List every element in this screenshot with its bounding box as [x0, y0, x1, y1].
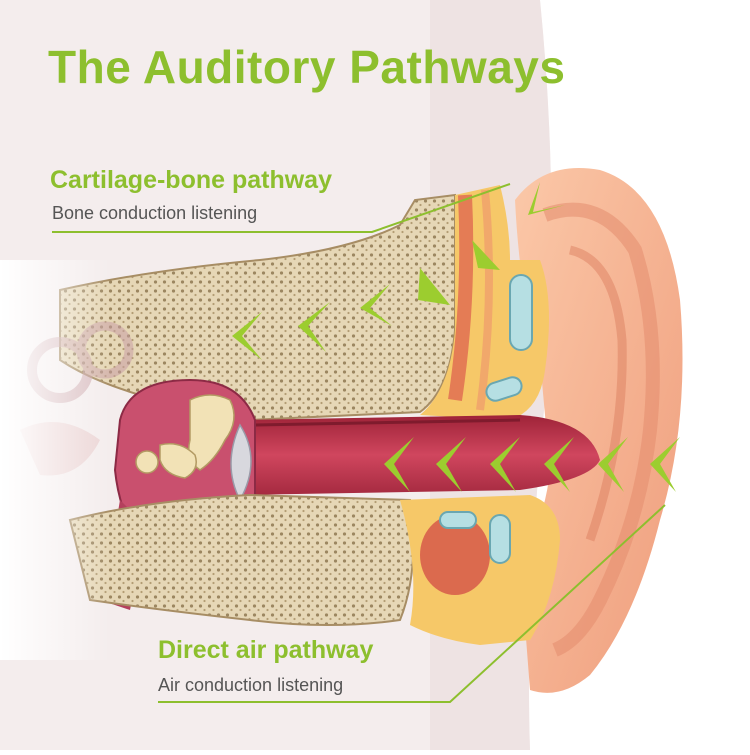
arrow-chevron [418, 268, 450, 305]
bone-conduction-sublabel: Bone conduction listening [52, 203, 258, 223]
arrow-chevron [598, 437, 628, 492]
arrow-chevron [436, 437, 466, 492]
ear-canal [240, 415, 600, 495]
upper-cartilage [420, 185, 549, 420]
leader-line-cartilage-bone [52, 183, 511, 233]
arrow-chevron [298, 302, 330, 352]
cartilage-bone-pathway-label: Cartilage-bone pathway [50, 166, 332, 194]
diagram-title: The Auditory Pathways [48, 41, 566, 93]
arrow-chevron [232, 312, 262, 360]
leader-line-direct-air [158, 504, 666, 703]
arrow-chevron [490, 437, 520, 492]
arrow-chevron [650, 437, 680, 492]
air-conduction-sublabel: Air conduction listening [158, 675, 344, 695]
arrow-chevron [360, 284, 392, 326]
lower-cartilage [400, 495, 560, 645]
leader-lines [52, 183, 666, 703]
arrow-chevron [528, 182, 565, 215]
lower-bone [68, 493, 415, 626]
bone-conduction-arrows [232, 182, 565, 360]
direct-air-pathway-label: Direct air pathway [158, 636, 374, 664]
air-conduction-arrows [384, 437, 680, 492]
arrow-chevron [472, 240, 500, 270]
arrow-chevron [544, 437, 574, 492]
arrow-chevron [384, 437, 414, 492]
